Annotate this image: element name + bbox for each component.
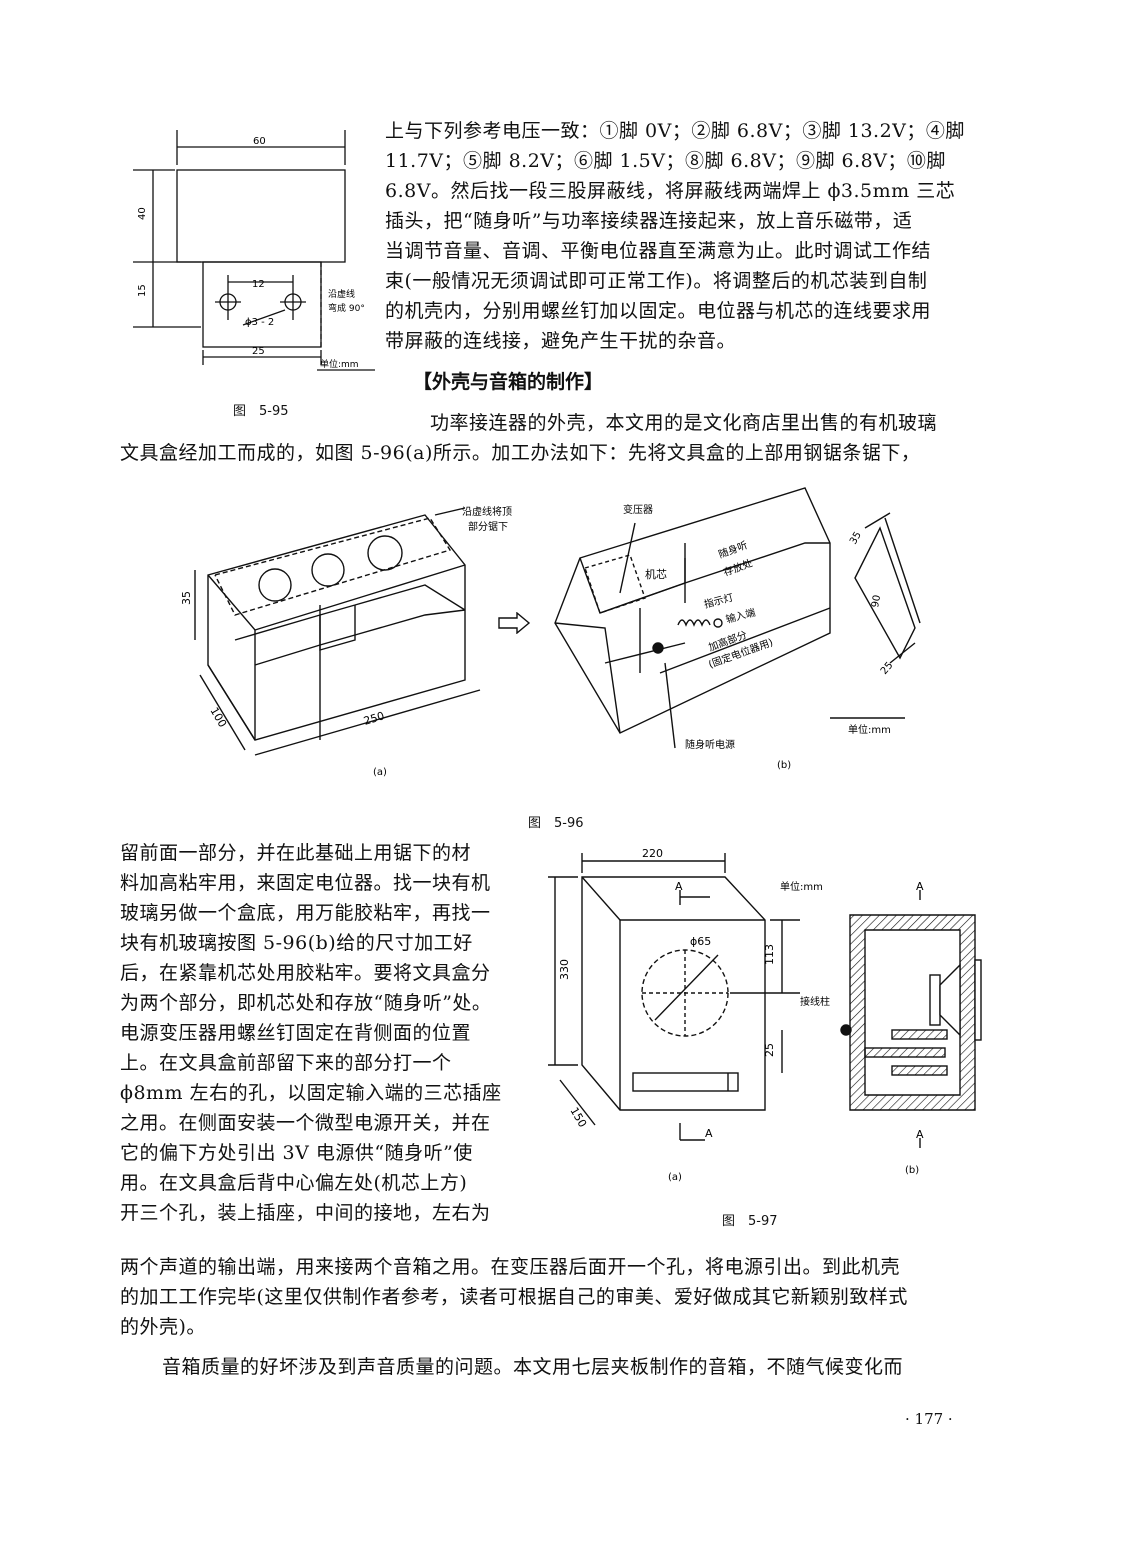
unit-label: 单位:mm xyxy=(780,880,823,893)
port-slot xyxy=(632,1072,739,1092)
part-label: 随身听 xyxy=(717,538,750,560)
paragraph-4: 两个声道的输出端，用来接两个音箱之用。在变压器后面开一个孔，将电源引出。到此机壳… xyxy=(120,1252,1000,1342)
dim-label: 100 xyxy=(207,705,229,730)
page-number: · 177 · xyxy=(905,1410,953,1428)
plate-upper xyxy=(176,169,346,263)
figure-caption: 图 5-95 xyxy=(233,404,289,419)
dim-label: 250 xyxy=(362,709,386,728)
hole-label: ϕ65 xyxy=(690,935,711,948)
text-line: 上与下列参考电压一致：①脚 0V；②脚 6.8V；③脚 13.2V；④脚 xyxy=(385,120,965,142)
text-line: 块有机玻璃按图 5-96(b)给的尺寸加工好 xyxy=(120,932,473,954)
figure-5-97-a: 220 330 150 113 25 ϕ65 A A (a) xyxy=(548,847,800,1183)
text-line: 功率接连器的外壳，本文用的是文化商店里出售的有机玻璃 xyxy=(430,412,938,434)
subfig-label: (a) xyxy=(373,767,387,778)
figure-caption: 图 5-96 xyxy=(528,816,584,831)
text-line: 带屏蔽的连线接，避免产生干扰的杂音。 xyxy=(385,330,737,352)
dim-label: 150 xyxy=(567,1105,589,1130)
bend-note: 弯成 90° xyxy=(328,302,365,314)
text-line: 留前面一部分，并在此基础上用锯下的材 xyxy=(120,842,472,864)
text-line: 料加高粘牢用，来固定电位器。找一块有机 xyxy=(120,872,491,894)
text-line: 的加工工作完毕(这里仅供制作者参考，读者可根据自己的审美、爱好做成其它新颖别致样… xyxy=(120,1286,908,1308)
dim-label: 35 xyxy=(180,591,193,605)
paragraph-2: 功率接连器的外壳，本文用的是文化商店里出售的有机玻璃 文具盒经加工而成的，如图 … xyxy=(120,408,1000,468)
subfig-label: (a) xyxy=(668,1172,682,1183)
section-label: A xyxy=(705,1127,713,1140)
text-line: 为两个部分，即机芯处和存放“随身听”处。 xyxy=(120,992,492,1014)
text-line: 11.7V；⑤脚 8.2V；⑥脚 1.5V；⑧脚 6.8V；⑨脚 6.8V；⑩脚 xyxy=(385,150,946,172)
box-outline xyxy=(554,487,831,734)
text-line: 电源变压器用螺丝钉固定在背侧面的位置 xyxy=(120,1022,472,1044)
subfig-label: (b) xyxy=(905,1165,919,1176)
dim-label: 90 xyxy=(870,594,883,608)
text-line: 插头，把“随身听”与功率接续器连接起来，放上音乐磁带，适 xyxy=(385,210,913,232)
text-line: 后，在紧靠机芯处用胶粘牢。要将文具盒分 xyxy=(120,962,491,984)
text-line: 开三个孔，装上插座，中间的接地，左右为 xyxy=(120,1202,491,1224)
text-line: 当调节音量、音调、平衡电位器直至满意为止。此时调试工作结 xyxy=(385,240,932,262)
part-label: 存放处 xyxy=(722,556,755,578)
part-label: 输入端 xyxy=(724,606,756,626)
text-line: 上。在文具盒前部留下来的部分打一个 xyxy=(120,1052,452,1074)
subfig-label: (b) xyxy=(777,760,791,771)
unit-label: 单位:mm xyxy=(320,358,359,370)
dim-label: 35 xyxy=(848,530,864,547)
cabinet-section xyxy=(849,914,976,1111)
text-line: 音箱质量的好坏涉及到声音质量的问题。本文用七层夹板制作的音箱，不随气候变化而 xyxy=(162,1356,904,1378)
part-label: 变压器 xyxy=(623,503,653,516)
dim-label: 12 xyxy=(252,279,265,290)
dim-label: 40 xyxy=(137,207,148,220)
paragraph-3: 留前面一部分，并在此基础上用锯下的材 料加高粘牢用，来固定电位器。找一块有机 玻… xyxy=(120,838,530,1228)
text-line: ϕ8mm 左右的孔，以固定输入端的三芯插座 xyxy=(120,1082,502,1104)
figure-5-96-b: 变压器 机芯 随身听 存放处 指示灯 输入端 加高部分 (固定电位器用) 随身听… xyxy=(554,487,921,771)
paragraph-1: 上与下列参考电压一致：①脚 0V；②脚 6.8V；③脚 13.2V；④脚 11.… xyxy=(385,116,1000,356)
box-outline xyxy=(207,514,466,741)
paragraph-5: 音箱质量的好坏涉及到声音质量的问题。本文用七层夹板制作的音箱，不随气候变化而 xyxy=(120,1352,1000,1382)
figure-5-95: 60 40 15 12 ϕ3 - 2 25 沿虚线 弯成 90° 单位:mm xyxy=(133,130,375,371)
section-heading: 【外壳与音箱的制作】 xyxy=(413,371,604,393)
dim-label: 60 xyxy=(253,136,266,147)
part-label: 机芯 xyxy=(645,567,667,581)
dim-label: 15 xyxy=(137,284,148,297)
section-label: A xyxy=(675,880,683,893)
dim-label: 113 xyxy=(763,944,776,965)
text-line: 的机壳内，分别用螺丝钉加以固定。电位器与机芯的连线要求用 xyxy=(385,300,932,322)
text-line: 6.8V。然后找一段三股屏蔽线，将屏蔽线两端焊上 ϕ3.5mm 三芯 xyxy=(385,180,956,202)
cut-note: 部分锯下 xyxy=(468,520,508,533)
figure-5-96-a: 35 100 250 沿虚线将顶 部分锯下 (a) xyxy=(180,505,512,778)
part-label: 指示灯 xyxy=(702,591,734,611)
dim-label: 25 xyxy=(763,1043,776,1057)
speaker-box xyxy=(581,876,766,1111)
figure-5-97-b: 接线柱 单位:mm A A (b) xyxy=(780,880,982,1176)
text-line: 用。在文具盒后背中心偏左处(机芯上方) xyxy=(120,1172,468,1194)
part-label: 接线柱 xyxy=(800,995,830,1008)
text-line: 它的偏下方处引出 3V 电源供“随身听”使 xyxy=(120,1142,473,1164)
text-line: 文具盒经加工而成的，如图 5-96(a)所示。加工办法如下：先将文具盒的上部用钢… xyxy=(120,442,921,464)
unit-label: 单位:mm xyxy=(848,723,891,736)
text-line: 玻璃另做一个盒底，用万能胶粘牢，再找一 xyxy=(120,902,491,924)
text-line: 两个声道的输出端，用来接两个音箱之用。在变压器后面开一个孔，将电源引出。到此机壳 xyxy=(120,1256,901,1278)
section-label: A xyxy=(916,1128,924,1141)
text-line: 束(一般情况无须调试即可正常工作)。将调整后的机芯装到自制 xyxy=(385,270,928,292)
dim-label: 25 xyxy=(879,660,896,677)
part-label: 随身听电源 xyxy=(685,738,735,751)
dim-label: 330 xyxy=(558,959,571,980)
text-line: 之用。在侧面安装一个微型电源开关，并在 xyxy=(120,1112,491,1134)
bend-note: 沿虚线 xyxy=(328,288,355,300)
dim-label: 25 xyxy=(252,346,265,357)
dim-label: 220 xyxy=(642,847,663,860)
hole-label: ϕ3 - 2 xyxy=(245,317,274,328)
figure-caption: 图 5-97 xyxy=(722,1214,778,1229)
cut-note: 沿虚线将顶 xyxy=(462,505,512,518)
section-label: A xyxy=(916,880,924,893)
arrow-icon xyxy=(498,612,531,634)
text-line: 的外壳)。 xyxy=(120,1316,206,1338)
